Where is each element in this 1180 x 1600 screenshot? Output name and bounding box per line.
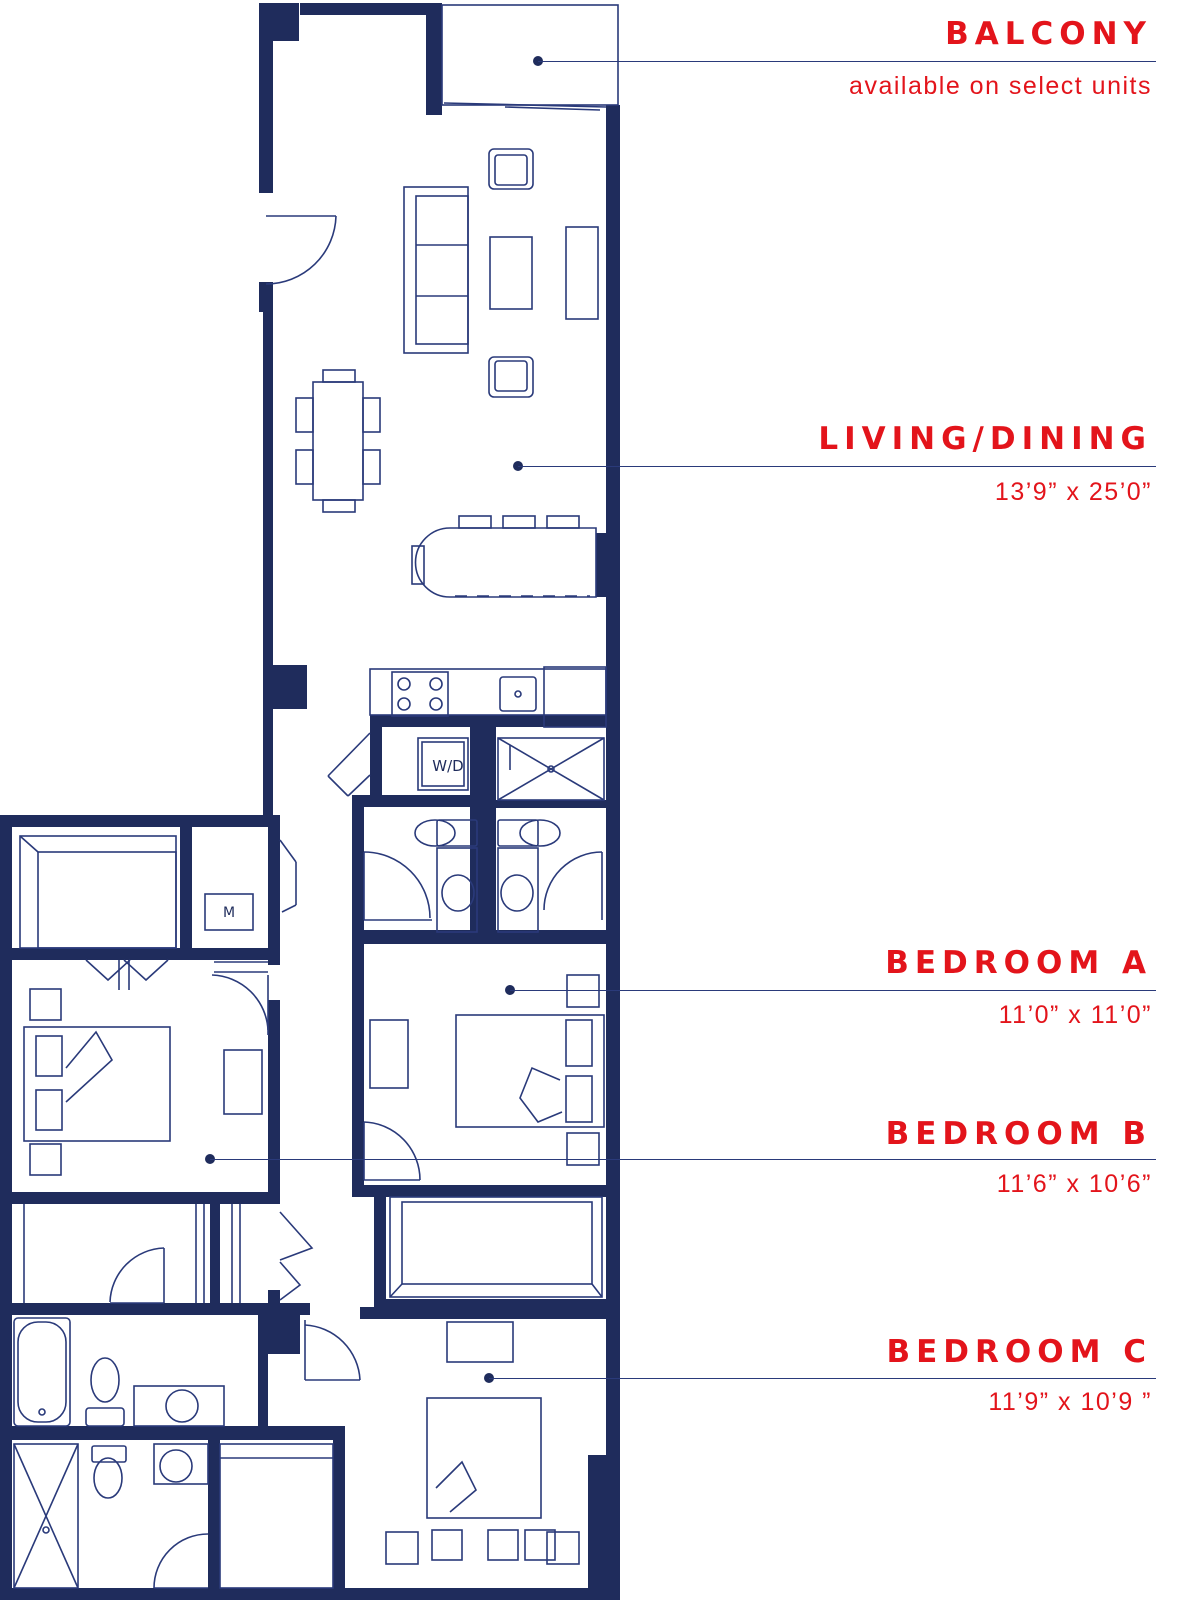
bedroom-b-title: BEDROOM B (885, 1116, 1152, 1152)
washer-dryer-label: W/D (432, 757, 463, 775)
bedroom-b-size: 11’6” x 10’6” (996, 1170, 1152, 1198)
bedroom-a-leader (510, 990, 1156, 991)
balcony-note: available on select units (849, 72, 1152, 100)
mechanical-label: M (223, 905, 235, 921)
plan-details (13, 4, 619, 1589)
living-dining-title: LIVING/DINING (818, 421, 1152, 457)
balcony-title: BALCONY (945, 16, 1152, 52)
bedroom-a-title: BEDROOM A (885, 945, 1152, 981)
walls (0, 3, 620, 1600)
bedroom-c-title: BEDROOM C (886, 1334, 1152, 1370)
bedroom-a-size: 11’0” x 11’0” (998, 1001, 1152, 1029)
bedroom-c-leader (489, 1378, 1156, 1379)
bedroom-b-leader (210, 1159, 1156, 1160)
bedroom-c-size: 11’9” x 10’9 ” (988, 1388, 1152, 1416)
balcony-leader (538, 61, 1156, 62)
living-dining-size: 13’9” x 25’0” (994, 478, 1152, 506)
living-dining-leader (518, 466, 1156, 467)
